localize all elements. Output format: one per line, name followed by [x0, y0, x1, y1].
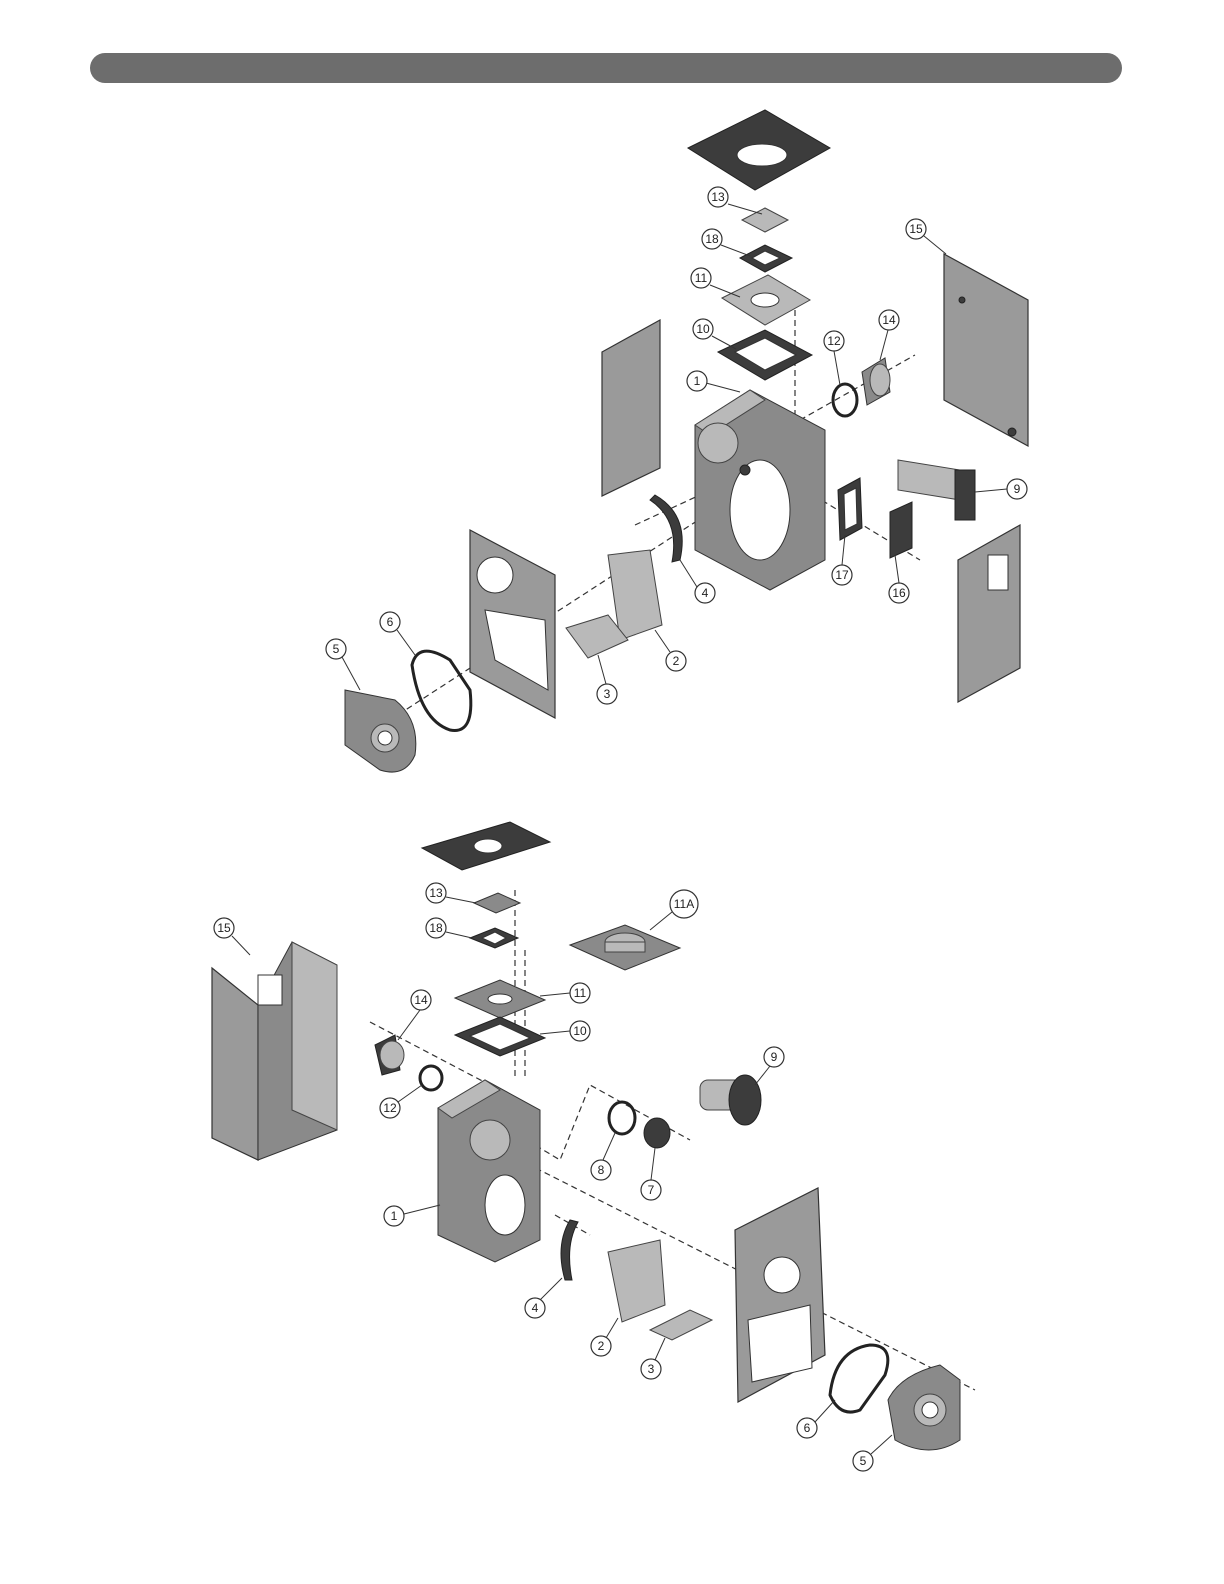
part-16-plate	[890, 502, 912, 558]
svg-text:9: 9	[1014, 482, 1021, 496]
part-3-tray-b	[650, 1310, 712, 1340]
callout-4: 4	[680, 560, 715, 603]
svg-text:14: 14	[882, 313, 896, 327]
svg-text:10: 10	[573, 1024, 587, 1038]
svg-text:3: 3	[648, 1362, 655, 1376]
part-13-plate-b	[474, 893, 520, 913]
callout-13: 13	[708, 187, 762, 214]
part-1-heat-exchanger	[695, 390, 825, 590]
part-4-bracket-b	[561, 1220, 578, 1280]
callout-5: 5	[326, 639, 360, 690]
callout-18-b: 18	[426, 918, 472, 938]
callout-15-b: 15	[214, 918, 250, 955]
callout-13-b: 13	[426, 883, 476, 903]
callout-6-b: 6	[797, 1400, 835, 1438]
svg-text:2: 2	[673, 654, 680, 668]
part-6-gasket-b	[830, 1345, 888, 1412]
svg-text:15: 15	[217, 921, 231, 935]
callout-17: 17	[832, 535, 852, 585]
part-6-gasket	[412, 651, 471, 730]
callout-9: 9	[975, 479, 1027, 499]
part-5-burner-door	[345, 690, 416, 772]
part-14-flue-collar	[862, 358, 890, 405]
callout-10-b: 10	[540, 1021, 590, 1041]
callout-2: 2	[655, 630, 686, 671]
svg-text:5: 5	[860, 1454, 867, 1468]
svg-text:15: 15	[909, 222, 923, 236]
part-13-plate	[742, 208, 788, 232]
callout-1-b: 1	[384, 1205, 440, 1226]
svg-text:11: 11	[574, 986, 587, 1000]
svg-text:9: 9	[771, 1050, 778, 1064]
svg-text:8: 8	[598, 1163, 605, 1177]
part-7-cover-disk	[644, 1118, 670, 1148]
top-exploded-view: 13 18 11 10 1 12 14 15	[326, 110, 1028, 772]
front-right-panel	[958, 525, 1020, 702]
callout-1: 1	[687, 371, 740, 392]
svg-text:17: 17	[835, 568, 849, 582]
callout-12-b: 12	[380, 1085, 422, 1118]
part-12-o-ring-b	[420, 1066, 442, 1090]
callout-10: 10	[693, 319, 736, 349]
svg-text:7: 7	[648, 1183, 655, 1197]
svg-text:3: 3	[604, 687, 611, 701]
callout-11a: 11A	[650, 890, 698, 930]
svg-text:16: 16	[892, 586, 906, 600]
callout-9-b: 9	[755, 1047, 784, 1085]
part-4-bracket	[650, 495, 682, 562]
callout-4-b: 4	[525, 1278, 562, 1318]
svg-text:14: 14	[414, 993, 428, 1007]
svg-text:12: 12	[383, 1101, 397, 1115]
svg-text:13: 13	[429, 886, 443, 900]
svg-text:6: 6	[804, 1421, 811, 1435]
part-2-baffle-b	[608, 1240, 665, 1322]
part-15-rear-panel	[944, 254, 1028, 446]
part-15-cabinet	[212, 942, 337, 1160]
callout-14-b: 14	[398, 990, 431, 1040]
callout-18: 18	[702, 229, 750, 256]
svg-text:18: 18	[429, 921, 443, 935]
front-plate	[470, 530, 555, 718]
callout-11-b: 11	[540, 983, 590, 1003]
svg-text:4: 4	[532, 1301, 539, 1315]
part-14-collar-b	[375, 1035, 404, 1075]
svg-text:18: 18	[705, 232, 719, 246]
svg-text:4: 4	[702, 586, 709, 600]
svg-text:13: 13	[711, 190, 725, 204]
callout-15: 15	[906, 219, 946, 254]
svg-text:1: 1	[391, 1209, 398, 1223]
front-plate-b	[735, 1188, 825, 1402]
left-side-panel	[602, 320, 660, 496]
part-8-gasket-ring	[609, 1102, 635, 1134]
callout-3: 3	[597, 655, 617, 704]
svg-text:10: 10	[696, 322, 710, 336]
callout-2-b: 2	[591, 1318, 618, 1356]
part-1-heat-exchanger-b	[438, 1080, 540, 1262]
callout-7: 7	[641, 1148, 661, 1200]
part-9-element-b	[700, 1075, 761, 1125]
svg-text:11A: 11A	[674, 897, 694, 911]
callout-14: 14	[879, 310, 899, 360]
callout-6: 6	[380, 612, 415, 655]
svg-text:2: 2	[598, 1339, 605, 1353]
svg-text:12: 12	[827, 334, 841, 348]
svg-text:6: 6	[387, 615, 394, 629]
callout-8: 8	[591, 1133, 615, 1180]
callout-5-b: 5	[853, 1435, 892, 1471]
part-5-burner-door-b	[888, 1365, 960, 1450]
part-11a-flue-adapter	[570, 925, 680, 970]
callout-12: 12	[824, 331, 844, 385]
svg-text:11: 11	[695, 271, 708, 285]
svg-text:1: 1	[694, 374, 701, 388]
callout-16: 16	[889, 555, 909, 603]
callout-3-b: 3	[641, 1338, 665, 1379]
bottom-exploded-view: 13 18 11A 11 10 15 14 12	[212, 822, 975, 1471]
svg-text:5: 5	[333, 642, 340, 656]
